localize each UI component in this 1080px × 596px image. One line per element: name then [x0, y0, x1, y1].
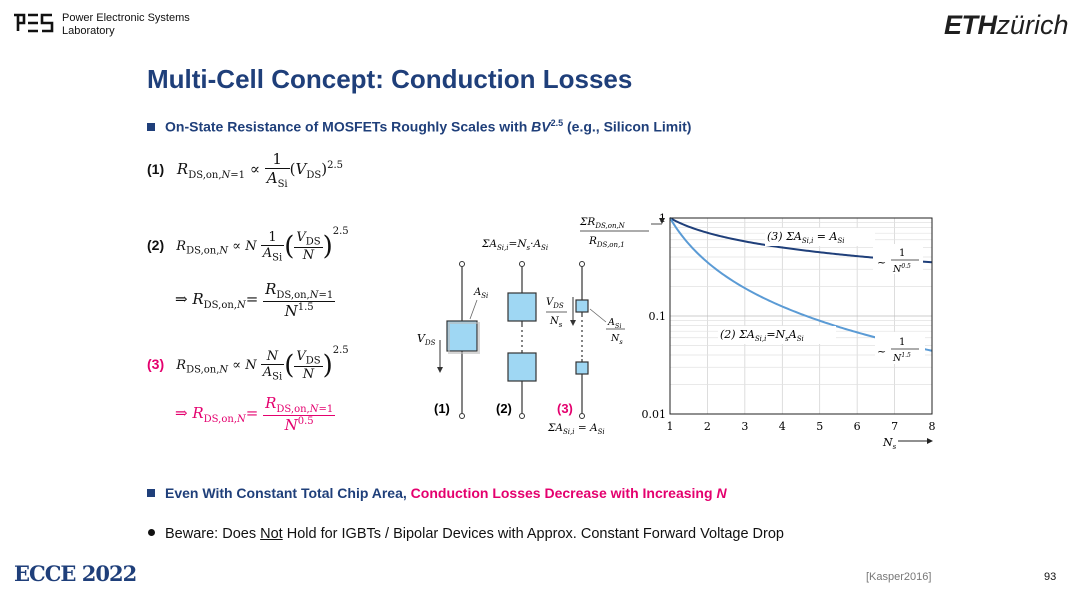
chip-large — [446, 320, 478, 352]
rds-on-vs-ns-chart: 1 2 3 4 5 6 7 8 0.01 0.1 1 ΣRDS,on,N RDS,on,1 Ns (… — [579, 212, 936, 451]
subtitle1-exp: 2.5 — [550, 118, 564, 128]
bullet3-underlined: Not — [260, 526, 283, 542]
eq1-label: (1) — [147, 161, 165, 177]
eq3-label: (3) — [147, 356, 165, 372]
eq2-result-exp: 1.5 — [297, 302, 314, 313]
x-tick-label: 3 — [741, 420, 748, 433]
x-tick-label: 6 — [854, 420, 861, 433]
beware-bullet: Beware: Does Not Hold for IGBTs / Bipola… — [148, 526, 784, 542]
svg-text:(3) ΣASi,i = ASi: (3) ΣASi,i = ASi — [767, 230, 845, 245]
svg-text:~: ~ — [877, 345, 886, 358]
svg-text:(2) ΣASi,i=NsASi: (2) ΣASi,i=NsASi — [720, 328, 804, 343]
slide-title: Multi-Cell Concept: Conduction Losses — [147, 64, 633, 94]
eq3-exp: 2.5 — [332, 345, 349, 356]
svg-text:VDS: VDS — [546, 297, 564, 310]
bullet3-part2: Hold for IGBTs / Bipolar Devices with Ap… — [282, 526, 784, 542]
x-tick-label: 7 — [891, 420, 898, 433]
bullet3-part1: Beware: Does — [165, 526, 261, 542]
eq3-result-exp: 0.5 — [297, 416, 314, 427]
lab-name-line2: Laboratory — [62, 24, 115, 37]
subtitle2-part3: N — [716, 485, 727, 501]
svg-text:Ns: Ns — [549, 316, 563, 329]
reference: [Kasper2016] — [866, 571, 932, 583]
y-axis-label: ΣRDS,on,N RDS,on,1 — [579, 216, 665, 249]
circuit-label-2: (2) — [496, 401, 512, 416]
x-tick-label: 4 — [779, 420, 786, 433]
page-number: 93 — [1044, 571, 1057, 583]
svg-text:ASi: ASi — [473, 287, 488, 300]
chip-small-bottom — [575, 361, 589, 375]
eq2-label: (2) — [147, 237, 165, 253]
y-tick-label: 0.1 — [649, 310, 667, 323]
subtitle1-bv: BV — [531, 118, 551, 135]
circuit-label-1: (1) — [434, 401, 450, 416]
svg-text:Ns: Ns — [882, 436, 897, 451]
circuit-1: VDS ASi (1) — [417, 261, 488, 419]
annotation-sum-area-const: ΣASi,i = ASi — [547, 422, 605, 436]
svg-text:~: ~ — [877, 256, 886, 269]
svg-text:1: 1 — [899, 337, 905, 348]
svg-text:ΣRDS,on,N: ΣRDS,on,N — [579, 216, 626, 230]
eq2-exp: 2.5 — [332, 226, 349, 237]
pes-logo — [14, 13, 54, 33]
vds-label: VDS — [417, 332, 436, 347]
square-bullet-icon — [147, 489, 155, 497]
x-tick-label: 8 — [929, 420, 936, 433]
eth-logo-italic: zürich — [996, 10, 1069, 40]
x-axis-label: Ns — [882, 436, 933, 451]
annotation-sum-area-ns: ΣASi,i=Ns·ASi — [481, 238, 548, 252]
lab-name-line1: Power Electronic Systems — [62, 12, 190, 24]
subtitle2-part2: Conduction Losses Decrease with Increasi… — [410, 485, 717, 501]
subtitle-constant-chip-area: Even With Constant Total Chip Area, Cond… — [147, 485, 727, 501]
subtitle1-text: On-State Resistance of MOSFETs Roughly S… — [165, 118, 532, 135]
x-tick-label: 5 — [816, 420, 823, 433]
subtitle2-part1: Even With Constant Total Chip Area, — [165, 485, 411, 501]
series-2-slope-annotation: ~ 1 N1.5 — [875, 332, 925, 364]
circuit-3: VDS Ns ASi Ns (3) — [546, 261, 625, 419]
eth-logo-bold: ETH — [944, 10, 997, 40]
chip-medium-top — [507, 292, 537, 322]
round-bullet-icon — [148, 529, 155, 536]
series-3-annotation: (3) ΣASi,i = ASi — [765, 228, 875, 246]
svg-text:RDS,on,1: RDS,on,1 — [588, 235, 625, 249]
ecce-logo-text: ECCE 2022 — [14, 561, 136, 586]
series-3-slope-annotation: ~ 1 N0.5 — [873, 244, 923, 275]
x-tick-label: 2 — [704, 420, 711, 433]
x-tick-label: 1 — [667, 420, 674, 433]
lab-name: Power Electronic Systems Laboratory — [62, 12, 190, 37]
square-bullet-icon — [147, 122, 155, 131]
circuit-2: (2) — [496, 261, 537, 419]
plot-frame — [669, 217, 933, 415]
subtitle-on-state-resistance: On-State Resistance of MOSFETs Roughly S… — [147, 118, 691, 135]
chip-small-top — [575, 299, 589, 313]
eq1-exp: 2.5 — [327, 160, 343, 171]
multi-cell-circuit-diagram: ΣASi,i=Ns·ASi VDS ASi (1) (2) VDS Ns — [417, 238, 625, 436]
eth-logo: ETHzürich — [944, 10, 1069, 40]
circuit-label-3: (3) — [557, 401, 573, 416]
chip-medium-bottom — [507, 352, 537, 382]
series-2-annotation: (2) ΣASi,i=NsASi — [718, 326, 836, 344]
ecce-logo: ECCE 2022 — [12, 561, 172, 587]
svg-text:1: 1 — [899, 248, 905, 259]
y-tick-label: 0.01 — [642, 408, 667, 421]
subtitle1-tail: (e.g., Silicon Limit) — [563, 118, 692, 135]
